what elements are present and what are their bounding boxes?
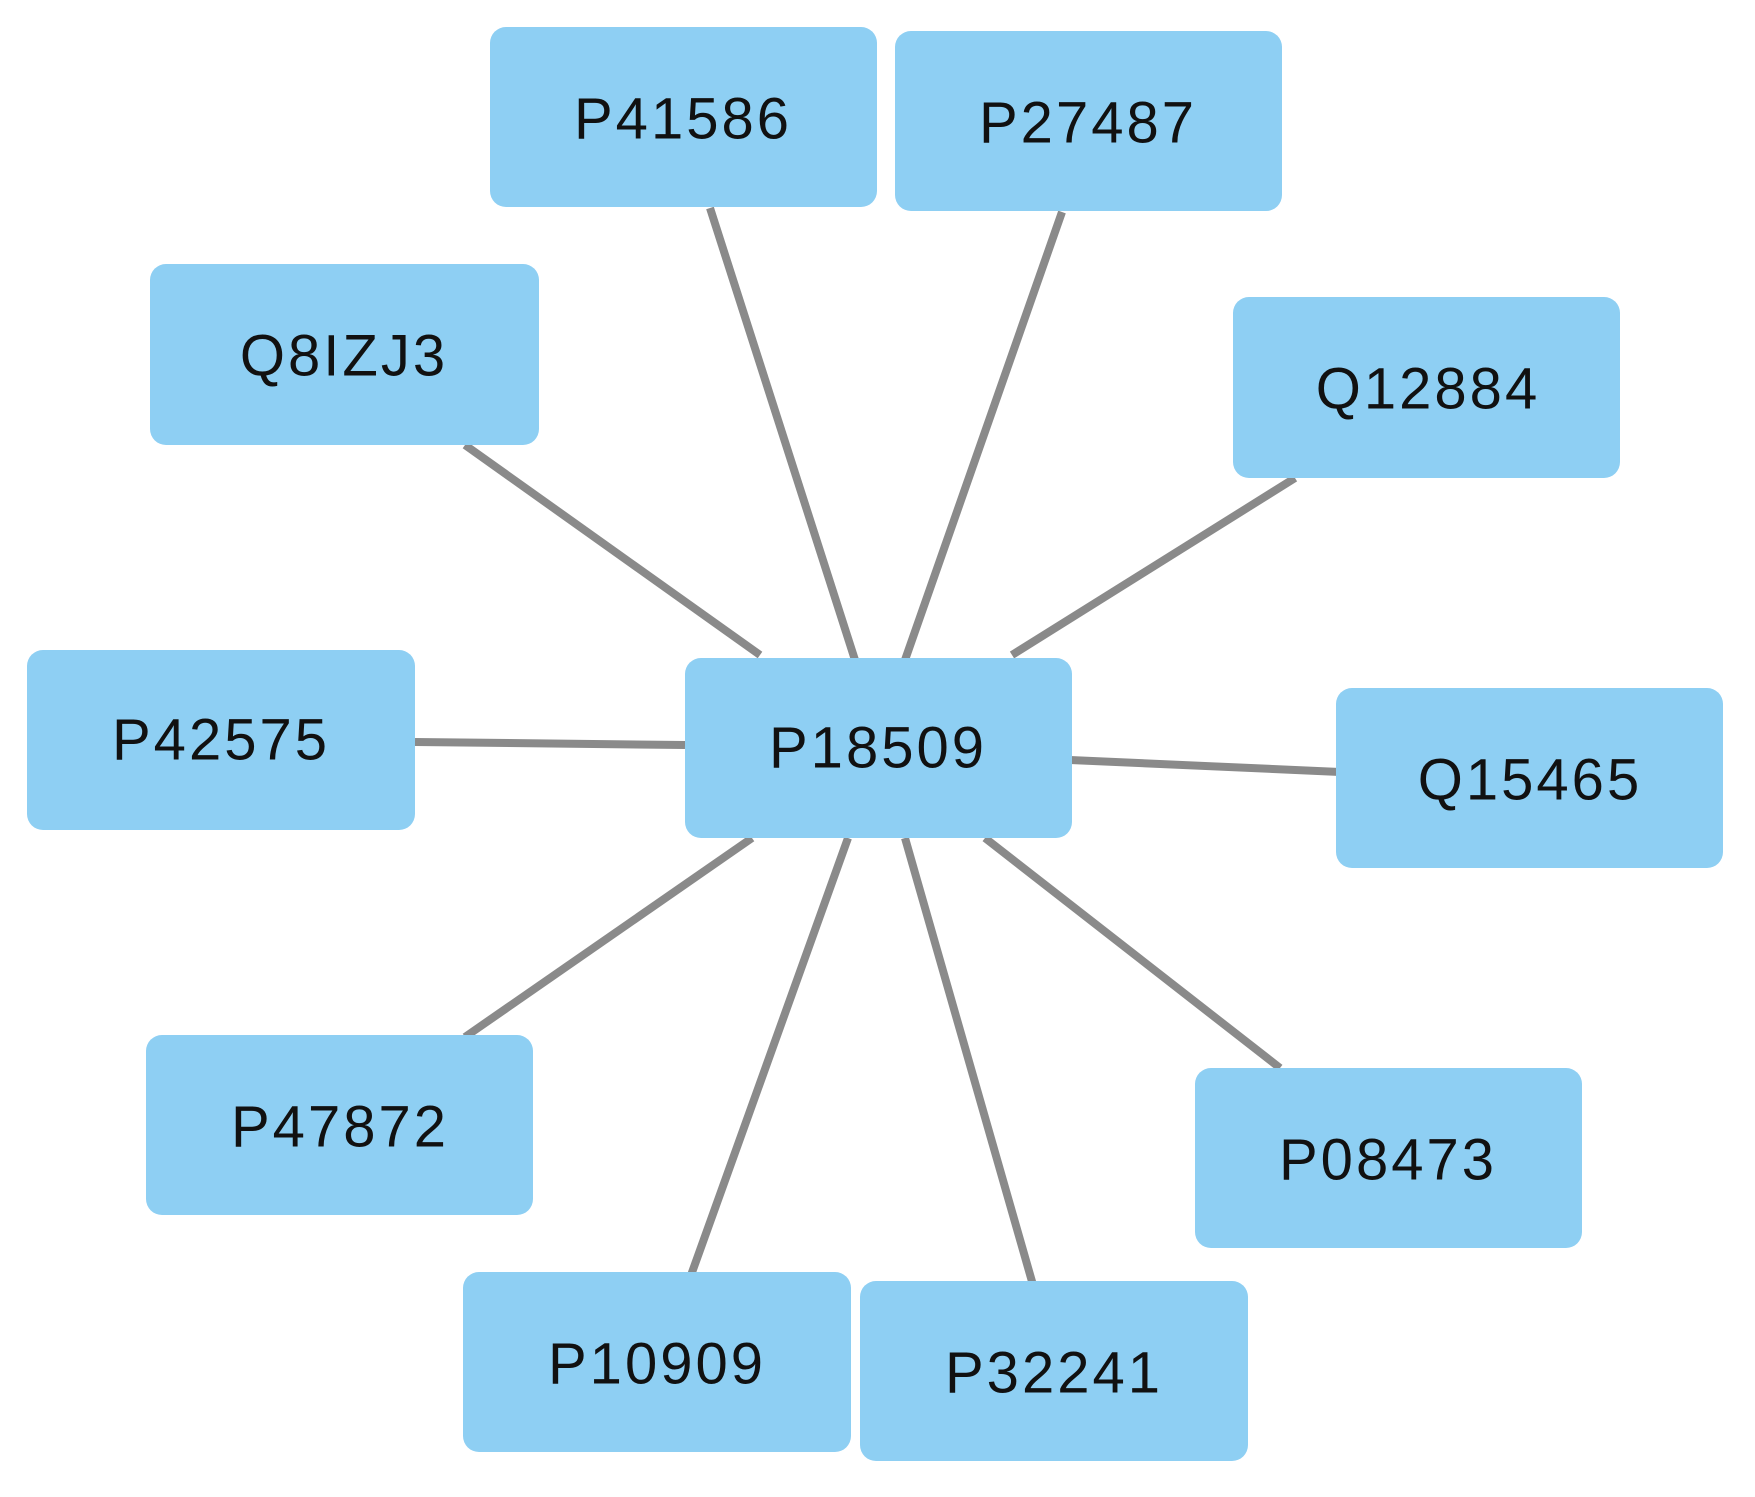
node-p10909-box — [463, 1272, 851, 1452]
edge-p18509-p32241 — [901, 836, 1037, 1287]
edge-p18509-p47872 — [462, 834, 755, 1041]
node-p10909[interactable]: P10909 — [463, 1272, 851, 1452]
node-p41586-label: P41586 — [574, 87, 792, 152]
nodes-layer: P18509 P41586 P27487 Q8IZJ3 Q12884 P4257… — [27, 27, 1723, 1461]
node-p41586[interactable]: P41586 — [490, 27, 877, 207]
node-q12884-box — [1233, 297, 1620, 478]
edges-layer — [414, 206, 1341, 1287]
node-p42575-label: P42575 — [112, 708, 330, 773]
edge-p18509-p10909 — [686, 836, 852, 1280]
edge-p18509-p41586 — [706, 206, 859, 662]
node-p32241-box — [860, 1281, 1248, 1461]
node-q15465-box — [1336, 688, 1723, 868]
node-q15465-label: Q15465 — [1418, 748, 1642, 813]
node-p27487-box — [895, 31, 1282, 211]
edge-p18509-p27487 — [901, 210, 1066, 662]
node-p18509[interactable]: P18509 — [685, 658, 1072, 838]
edge-p18509-q12884 — [1009, 474, 1298, 659]
node-p47872-label: P47872 — [231, 1095, 449, 1160]
node-p18509-box — [685, 658, 1072, 838]
node-p32241[interactable]: P32241 — [860, 1281, 1248, 1461]
edge-p18509-p42575 — [414, 738, 686, 749]
edge-p18509-q8izj3 — [462, 441, 763, 659]
node-p47872-box — [146, 1035, 533, 1215]
node-p27487-label: P27487 — [979, 91, 1197, 156]
node-q8izj3-label: Q8IZJ3 — [240, 324, 448, 389]
node-p32241-label: P32241 — [945, 1341, 1163, 1406]
node-p08473[interactable]: P08473 — [1195, 1068, 1582, 1248]
edge-p18509-q15465 — [1069, 756, 1341, 776]
node-p42575[interactable]: P42575 — [27, 650, 415, 830]
node-q12884[interactable]: Q12884 — [1233, 297, 1620, 478]
node-q15465[interactable]: Q15465 — [1336, 688, 1723, 868]
node-p42575-box — [27, 650, 415, 830]
node-p27487[interactable]: P27487 — [895, 31, 1282, 211]
node-q12884-label: Q12884 — [1316, 357, 1540, 422]
node-p18509-label: P18509 — [769, 716, 987, 781]
node-p08473-label: P08473 — [1279, 1128, 1497, 1193]
node-p41586-box — [490, 27, 877, 207]
node-p08473-box — [1195, 1068, 1582, 1248]
node-q8izj3[interactable]: Q8IZJ3 — [150, 264, 539, 445]
node-p47872[interactable]: P47872 — [146, 1035, 533, 1215]
edge-p18509-p08473 — [982, 834, 1283, 1072]
node-p10909-label: P10909 — [548, 1332, 766, 1397]
node-q8izj3-box — [150, 264, 539, 445]
